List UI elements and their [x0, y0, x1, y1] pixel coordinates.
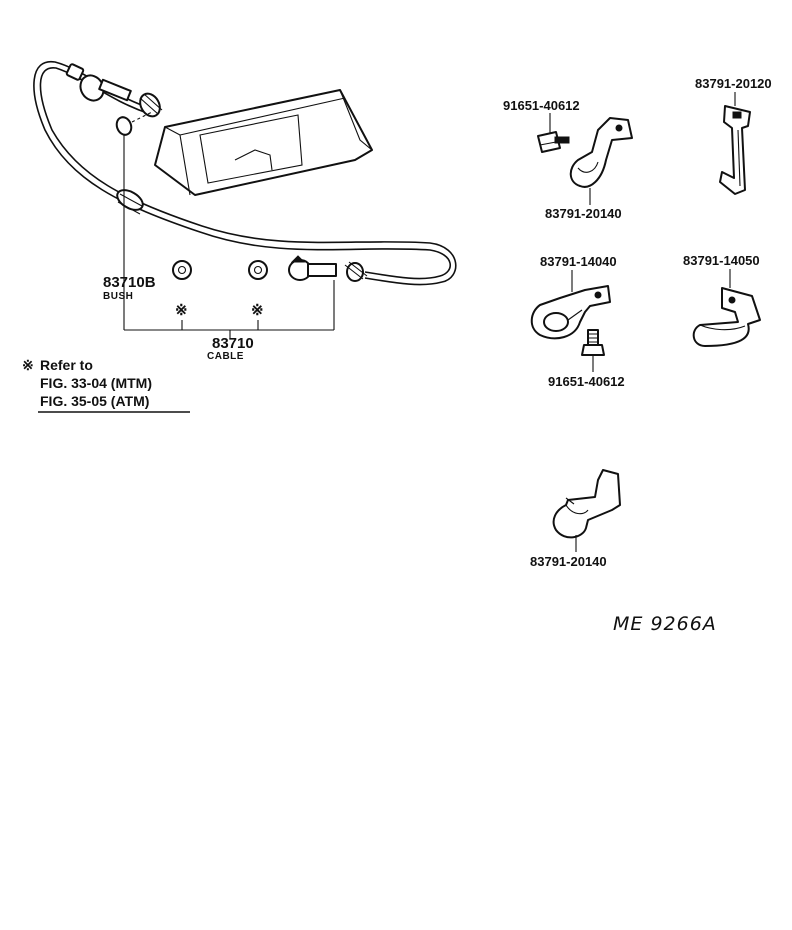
note-refer-to: Refer to: [40, 357, 93, 373]
bolt-top-part-number: 91651-40612: [503, 98, 580, 113]
cable-part-number: 83710: [212, 335, 254, 352]
bush-part-name: BUSH: [103, 291, 133, 302]
washer-left-symbol: ※: [175, 302, 188, 319]
diagram-code: ME 9266A: [613, 613, 717, 635]
clamp-bottom-part-number: 83791-20140: [530, 554, 607, 569]
cable-part-name: CABLE: [207, 351, 244, 362]
clip-top-right-part-number: 83791-20120: [695, 76, 772, 91]
note-fig-mtm: FIG. 33-04 (MTM): [40, 375, 152, 391]
note-fig-atm: FIG. 35-05 (ATM): [40, 393, 149, 409]
clamp-mid-drawing: 83791-14040: [530, 254, 617, 340]
bush-part-number: 83710B: [103, 274, 156, 291]
washer-right: ※: [248, 260, 268, 319]
bolt-top-drawing: 91651-40612: [503, 98, 580, 153]
clip-mid-right-drawing: 83791-14050: [683, 253, 761, 347]
bolt-mid-part-number: 91651-40612: [548, 374, 625, 389]
speedometer-cable-drawing: [33, 60, 457, 286]
cable-leader-lines: [123, 135, 335, 338]
reference-note: ※ Refer to FIG. 33-04 (MTM) FIG. 35-05 (…: [22, 357, 190, 413]
note-symbol: ※: [22, 357, 34, 373]
clamp-bottom-drawing: 83791-20140: [530, 469, 621, 569]
washer-left: ※: [172, 260, 192, 319]
clip-top-right-drawing: 83791-20120: [695, 76, 772, 195]
washer-right-symbol: ※: [251, 302, 264, 319]
instrument-housing-drawing: [154, 89, 373, 196]
clamp-top-drawing: 83791-20140: [545, 117, 633, 221]
clamp-mid-part-number: 83791-14040: [540, 254, 617, 269]
bolt-mid-drawing: 91651-40612: [548, 329, 625, 389]
clip-mid-right-part-number: 83791-14050: [683, 253, 760, 268]
clamp-top-part-number: 83791-20140: [545, 206, 622, 221]
